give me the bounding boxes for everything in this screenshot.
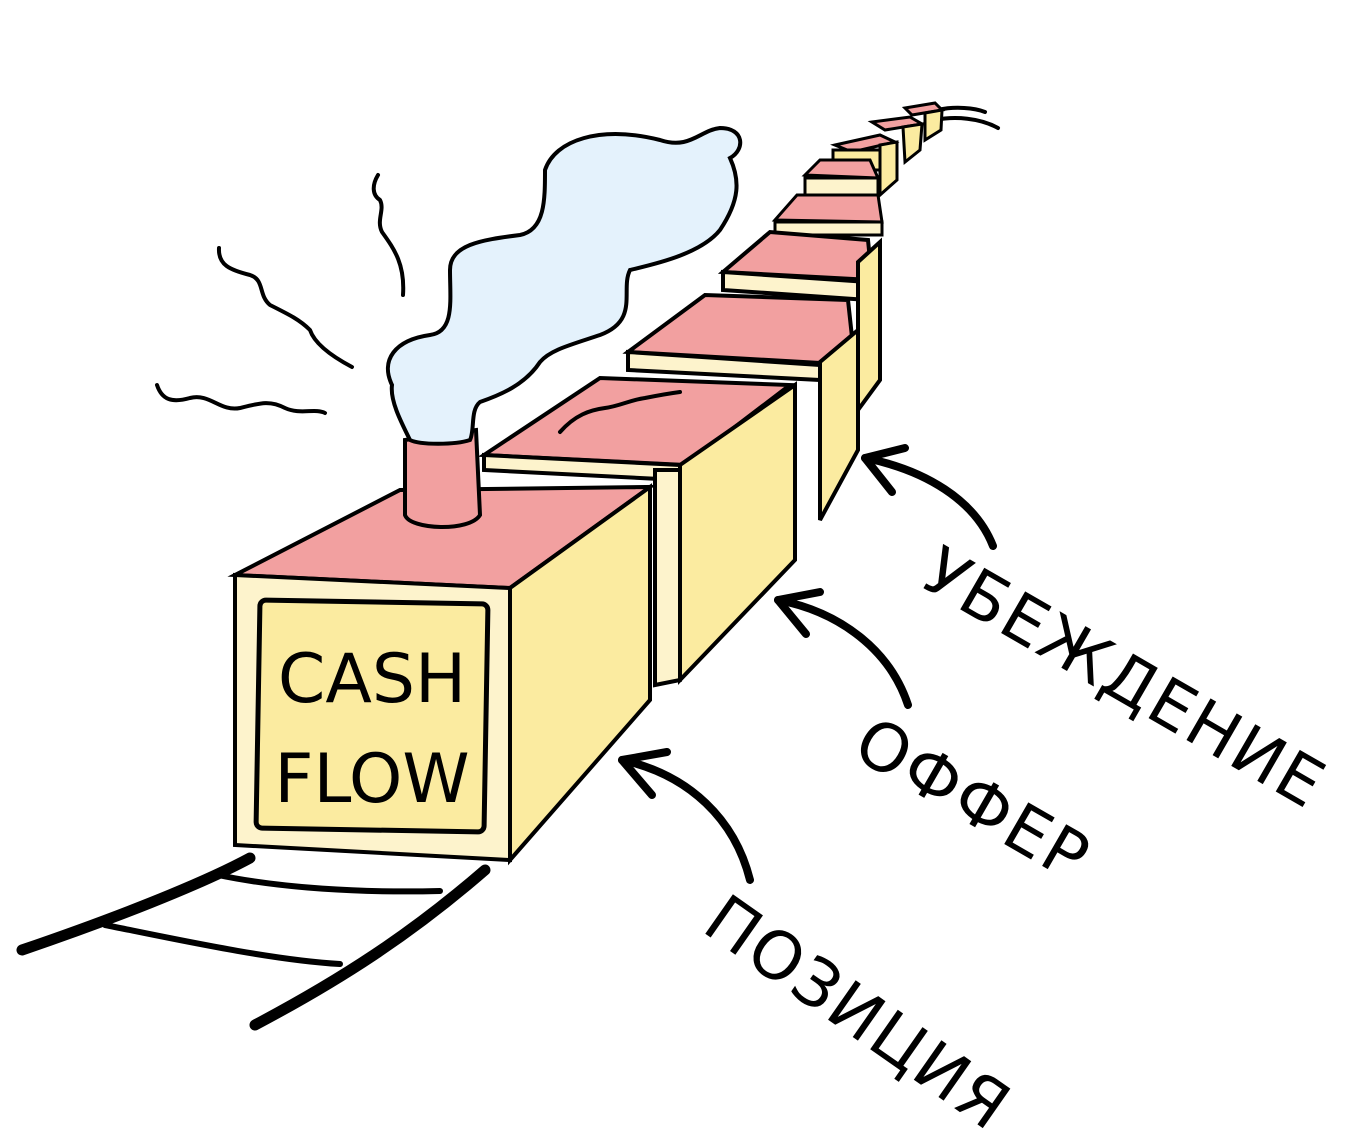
arrow-offer xyxy=(774,588,912,709)
label-offer: ОФФЕР xyxy=(842,702,1103,897)
locomotive-sign-panel xyxy=(253,597,491,835)
arrow-position xyxy=(618,748,754,884)
wagon-2 xyxy=(477,375,797,688)
smoke-cloud-icon xyxy=(385,125,743,446)
sign-line-flow: FLOW xyxy=(274,740,469,819)
wagon-far-4 xyxy=(867,115,927,165)
arrow-belief xyxy=(861,444,997,550)
sign-line-cash: CASH xyxy=(278,640,466,719)
wagon-far-2 xyxy=(801,158,881,197)
wagon-far-1 xyxy=(771,193,884,237)
chimney xyxy=(403,427,483,529)
wagon-far-5 xyxy=(901,101,946,143)
motion-lines xyxy=(155,173,406,415)
locomotive: CASH FLOW xyxy=(227,483,657,866)
wagon-4 xyxy=(717,229,882,417)
wagon-3 xyxy=(622,292,860,521)
label-position: ПОЗИЦИЯ xyxy=(691,880,1025,1146)
